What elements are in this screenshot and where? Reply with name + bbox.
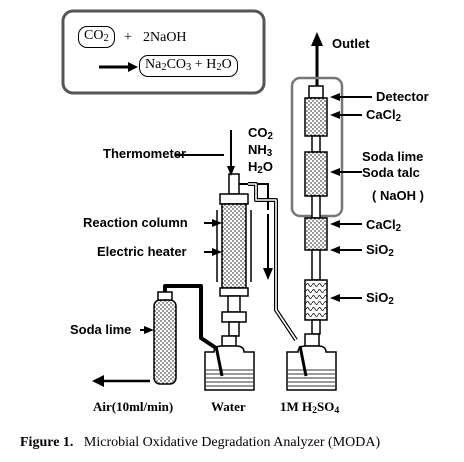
gas-h2o-label: H2O: [248, 159, 273, 176]
detector-label: Detector: [376, 89, 429, 104]
naoh-label: ( NaOH ): [372, 188, 424, 203]
reaction-arrow-head: [128, 62, 138, 72]
gas-co2-label: CO2: [248, 125, 273, 142]
cacl2-top-tube: [304, 97, 328, 137]
electric-heater-label: Electric heater: [97, 244, 187, 259]
soda-lime-right-label: Soda lime: [362, 149, 424, 164]
soda-talc-label: Soda talc: [362, 165, 420, 180]
figure-title: Microbial Oxidative Degradation Analyzer…: [83, 435, 381, 450]
thermometer-label: Thermometer: [103, 146, 187, 161]
equation-products: Na2CO3 + H2O: [139, 55, 238, 77]
soda-lime-tube: [304, 151, 328, 197]
equation-reactant-co2: CO2: [78, 26, 115, 48]
cacl2-top-label: CaCl2: [366, 107, 402, 124]
outlet-label: Outlet: [332, 36, 370, 51]
acid-label: 1M H2SO4: [280, 399, 340, 416]
figure-caption: Figure 1. Microbial Oxidative Degradatio…: [20, 436, 380, 450]
water-label: Water: [211, 399, 246, 414]
figure-number: Figure 1.: [20, 435, 74, 450]
gas-nh3-label: NH3: [248, 142, 273, 159]
air-label: Air(10ml/min): [93, 399, 174, 414]
sio2-bottom-label: SiO2: [366, 290, 394, 307]
reaction-column: [221, 203, 247, 289]
equation-reactant-naoh: 2NaOH: [143, 30, 187, 45]
soda-lime-left-tube: [153, 299, 177, 385]
sio2-top-label: SiO2: [366, 242, 394, 259]
sio2-tube: [304, 279, 328, 321]
equation-frame: [61, 9, 266, 95]
outlet-arrow-head: [311, 32, 323, 46]
gas-flow-arrow: [263, 268, 273, 280]
soda-lime-left-label: Soda lime: [70, 322, 132, 337]
equation-plus-1: +: [124, 30, 132, 45]
cacl2-bottom-label: CaCl2: [366, 217, 402, 234]
cacl2-bottom-tube: [304, 217, 328, 251]
reaction-column-label: Reaction column: [83, 215, 188, 230]
